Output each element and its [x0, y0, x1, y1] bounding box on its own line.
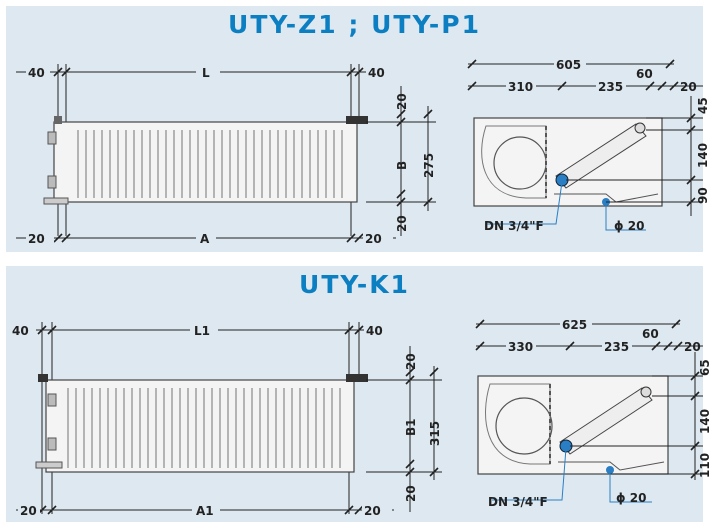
front-unit-body [45, 379, 355, 473]
dim-bottom-length: A1 [196, 504, 214, 518]
dim-bottom-gap: 20 [404, 485, 418, 502]
dim-side-right: 60 [636, 67, 653, 81]
fan-housing [495, 397, 553, 455]
dim-side-v-mid: 140 [698, 409, 709, 434]
coil-fins [77, 130, 343, 198]
drain-connection [606, 466, 614, 474]
dim-length: L [202, 66, 210, 80]
dim-bottom-gap: 20 [395, 215, 409, 232]
dim-length: L1 [194, 324, 210, 338]
dim-bottom-left: 20 [28, 232, 45, 246]
dim-side-v-low: 110 [698, 453, 709, 478]
panel-title: UTY-K1 [299, 270, 410, 299]
dim-side-edge: 20 [684, 340, 701, 354]
coil-fins [67, 388, 341, 468]
dim-side-v-low: 90 [696, 187, 709, 204]
pipe-stub [47, 175, 57, 189]
dim-side-edge: 20 [680, 80, 697, 94]
panel-uty-z1-p1: UTY-Z1 ; UTY-P1 40 L 40 [6, 6, 709, 252]
mounting-bracket [346, 374, 368, 382]
pipe-stub [47, 393, 57, 407]
drawing-uty-z1-p1: 40 L 40 20 A 20 [16, 56, 709, 246]
dim-side-width: 625 [562, 318, 587, 332]
dim-height-b: B [395, 161, 409, 170]
dim-left-offset: 40 [12, 324, 29, 338]
dim-bottom-left: 20 [20, 504, 37, 518]
side-view: 605 310 235 60 20 [467, 56, 709, 233]
dim-side-mid: 235 [604, 340, 629, 354]
drain-label: ϕ 20 [616, 491, 646, 505]
dim-height-b: B1 [404, 419, 418, 437]
dim-total-height: 275 [422, 153, 436, 178]
mounting-bracket [346, 116, 368, 124]
dim-side-v-top: 65 [698, 359, 709, 376]
dim-bottom-right: 20 [364, 504, 381, 518]
front-view: 40 L1 40 20 A1 20 [10, 322, 442, 518]
pipe-stub [47, 437, 57, 451]
dim-side-mid: 235 [598, 80, 623, 94]
dim-left-offset: 40 [28, 66, 45, 80]
side-view: 625 330 235 60 20 65 1 [475, 316, 709, 509]
drain-label: ϕ 20 [614, 219, 644, 233]
dim-right-offset: 40 [368, 66, 385, 80]
dim-side-width: 605 [556, 58, 581, 72]
drain-pipe [35, 461, 63, 469]
front-unit-body [53, 121, 358, 203]
drain-pipe [43, 197, 69, 205]
panel-uty-k1: UTY-K1 40 L1 40 [6, 266, 709, 522]
dim-bottom-length: A [200, 232, 210, 246]
panel-title: UTY-Z1 ; UTY-P1 [228, 10, 481, 39]
dim-side-left: 310 [508, 80, 533, 94]
dim-top-gap: 20 [404, 353, 418, 370]
connection-label: DN 3/4"F [488, 495, 548, 509]
drawing-uty-k1: 40 L1 40 20 A1 20 [10, 316, 709, 518]
dim-side-right: 60 [642, 327, 659, 341]
dim-side-v-mid: 140 [696, 143, 709, 168]
dim-right-offset: 40 [366, 324, 383, 338]
dim-total-height: 315 [428, 421, 442, 446]
dim-top-gap: 20 [395, 93, 409, 110]
dim-bottom-right: 20 [365, 232, 382, 246]
dim-side-v-top: 45 [696, 97, 709, 114]
pipe-stub [47, 131, 57, 145]
front-view: 40 L 40 20 A 20 [16, 64, 436, 246]
dim-side-left: 330 [508, 340, 533, 354]
connection-label: DN 3/4"F [484, 219, 544, 233]
